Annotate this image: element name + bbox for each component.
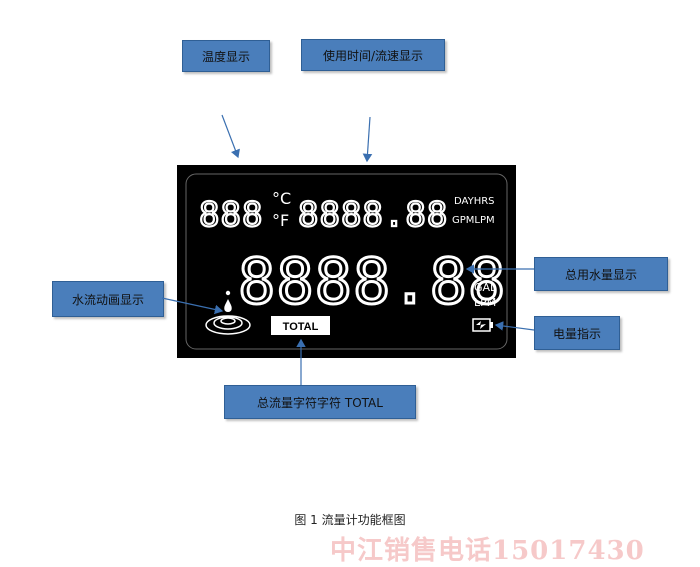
lcd-inner-border: [185, 173, 508, 350]
time-flow-digits: 8888.88: [298, 195, 448, 235]
total-water-digits: 8888.88: [238, 245, 506, 318]
total-label-callout: 总流量字符字符 TOTAL: [224, 385, 416, 419]
time-flow-callout: 使用时间/流速显示: [301, 39, 445, 71]
lpm-unit: LPM: [474, 296, 496, 309]
lcd-panel: [177, 165, 516, 358]
gpm-lpm-label: GPMLPM: [452, 215, 495, 226]
water-drop-icon: [205, 290, 251, 335]
flow-animation-callout: 水流动画显示: [52, 281, 164, 317]
temperature-callout: 温度显示: [182, 40, 270, 72]
celsius-unit: °C: [272, 189, 291, 208]
total-badge: [271, 316, 330, 335]
flow-animation-arrow: [161, 297, 224, 315]
watermark: 中江销售电话15017430: [330, 536, 645, 566]
battery-icon: [472, 318, 493, 332]
battery-callout: 电量指示: [534, 316, 620, 350]
time-flow-arrow: [362, 116, 373, 163]
temperature-digits: 888: [199, 195, 263, 235]
fahrenheit-unit: °F: [272, 211, 289, 230]
gal-unit: GAL: [474, 281, 497, 294]
total-badge-text: TOTAL: [283, 321, 319, 333]
battery-arrow: [494, 321, 535, 331]
figure-caption: 图 1 流量计功能框图: [294, 513, 406, 527]
total-water-callout: 总用水量显示: [534, 257, 668, 291]
dayhrs-label: DAYHRS: [454, 196, 495, 207]
temperature-arrow: [221, 114, 240, 159]
